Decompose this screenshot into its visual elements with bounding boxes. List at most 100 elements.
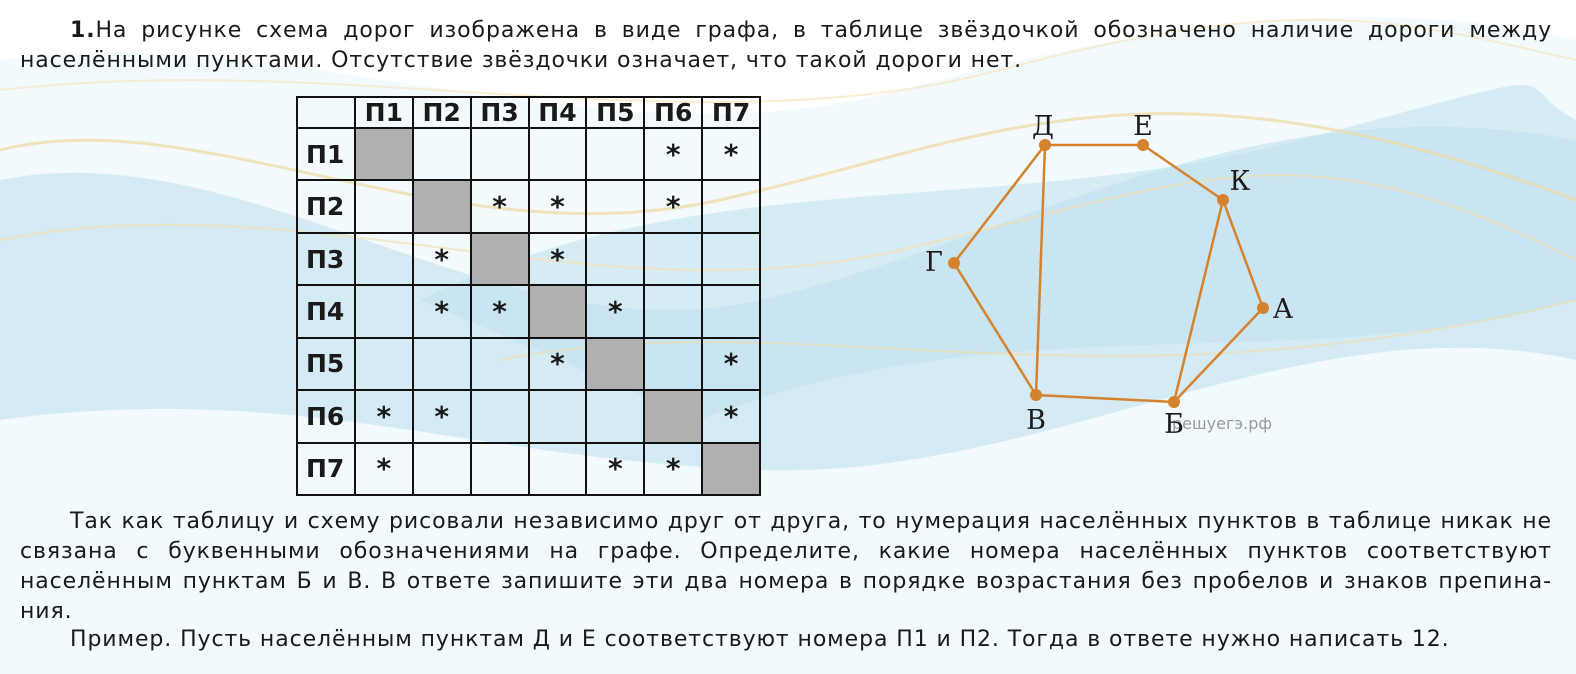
- empty-cell: [527, 126, 588, 182]
- graph-edge: [1172, 199, 1225, 403]
- road-star-cell: *: [469, 179, 530, 234]
- empty-cell: [643, 336, 704, 392]
- problem-body: Так как таблицу и схему рисовали независ…: [20, 509, 1552, 624]
- table-corner-cell: [296, 96, 356, 129]
- empty-cell: [701, 284, 761, 339]
- graph-edge: [953, 144, 1046, 264]
- table-row: П5 * *: [296, 336, 761, 392]
- empty-cell: [643, 284, 704, 339]
- empty-cell: [701, 179, 761, 234]
- graph-node-label: Е: [1133, 111, 1153, 142]
- empty-cell: [527, 389, 588, 444]
- empty-cell: [701, 231, 761, 287]
- empty-cell: [585, 126, 646, 182]
- empty-cell: [469, 441, 530, 497]
- diagonal-cell: [643, 389, 704, 444]
- road-star-cell: *: [527, 179, 588, 234]
- graph-node: [1257, 302, 1269, 314]
- table-header-row: П1 П2 П3 П4 П5 П6 П7: [296, 96, 761, 129]
- graph-node: [1030, 389, 1042, 401]
- row-header: П4: [296, 284, 356, 339]
- road-star-cell: *: [701, 336, 761, 392]
- diagonal-cell: [701, 441, 761, 497]
- empty-cell: [469, 389, 530, 444]
- watermark: решуегэ.рф: [1172, 414, 1272, 433]
- problem-number: 1.: [70, 18, 96, 43]
- col-header: П3: [469, 96, 530, 129]
- empty-cell: [353, 336, 414, 392]
- table-body: П1**П2***П3**П4***П5**П6***П7***: [296, 126, 761, 497]
- graph-node-label: Г: [925, 247, 943, 278]
- graph-node-label: К: [1230, 166, 1251, 197]
- graph-node-label: Б: [1164, 409, 1184, 440]
- road-star-cell: *: [411, 284, 472, 339]
- col-header: П5: [585, 96, 646, 129]
- empty-cell: [353, 179, 414, 234]
- road-star-cell: *: [353, 389, 414, 444]
- graph-edge: [1142, 143, 1224, 202]
- graph-node: [1217, 194, 1229, 206]
- road-star-cell: *: [411, 389, 472, 444]
- road-star-cell: *: [701, 126, 761, 182]
- table-row: П4***: [296, 284, 761, 339]
- roads-table: П1 П2 П3 П4 П5 П6 П7 П1**П2***П3**П4***П…: [296, 96, 761, 497]
- road-star-cell: *: [527, 231, 588, 287]
- empty-cell: [643, 231, 704, 287]
- table-row: П7***: [296, 441, 761, 497]
- road-star-cell: *: [411, 231, 472, 287]
- graph-node: [948, 257, 960, 269]
- empty-cell: [469, 126, 530, 182]
- graph-edge: [1034, 144, 1047, 396]
- empty-cell: [353, 231, 414, 287]
- empty-cell: [585, 231, 646, 287]
- graph-edge: [1035, 393, 1175, 404]
- road-star-cell: *: [353, 441, 414, 497]
- empty-cell: [411, 441, 472, 497]
- graph-node-label: В: [1026, 405, 1046, 436]
- empty-cell: [527, 441, 588, 497]
- col-header: П6: [643, 96, 704, 129]
- row-header: П1: [296, 126, 356, 182]
- road-star-cell: *: [585, 284, 646, 339]
- problem-example: Пример. Пусть населённым пунктам Д и Е с…: [70, 627, 1450, 652]
- row-header: П2: [296, 179, 356, 234]
- graph-edge: [1173, 307, 1264, 403]
- diagonal-cell: [411, 179, 472, 234]
- diagonal-cell: [353, 126, 414, 182]
- road-star-cell: *: [527, 336, 588, 392]
- graph-node: [1137, 139, 1149, 151]
- empty-cell: [585, 389, 646, 444]
- road-star-cell: *: [585, 441, 646, 497]
- table-row: П1**: [296, 126, 761, 182]
- road-star-cell: *: [469, 284, 530, 339]
- empty-cell: [411, 336, 472, 392]
- graph-node-label: Д: [1032, 111, 1054, 142]
- empty-cell: [411, 126, 472, 182]
- row-header: П5: [296, 336, 356, 392]
- col-header: П4: [527, 96, 588, 129]
- empty-cell: [585, 179, 646, 234]
- table-row: П6***: [296, 389, 761, 444]
- graph-edge: [952, 262, 1038, 396]
- col-header: П1: [353, 96, 414, 129]
- col-header: П7: [701, 96, 761, 129]
- road-star-cell: *: [701, 389, 761, 444]
- graph-node: [1039, 139, 1051, 151]
- col-header: П2: [411, 96, 472, 129]
- diagonal-cell: [527, 284, 588, 339]
- table-row: П2***: [296, 179, 761, 234]
- diagonal-cell: [585, 336, 646, 392]
- row-header: П6: [296, 389, 356, 444]
- road-star-cell: *: [643, 179, 704, 234]
- road-graph: решуегэ.рф Д Е К Г А В Б: [925, 111, 1294, 440]
- row-header: П3: [296, 231, 356, 287]
- problem-intro-text: На рисунке схема дорог изображена в виде…: [20, 18, 1552, 73]
- table-row: П3 * *: [296, 231, 761, 287]
- graph-node-label: А: [1273, 294, 1294, 325]
- empty-cell: [353, 284, 414, 339]
- empty-cell: [469, 336, 530, 392]
- road-star-cell: *: [643, 441, 704, 497]
- diagonal-cell: [469, 231, 530, 287]
- problem-intro: 1.На рисунке схема дорог изображена в ви…: [20, 16, 1552, 76]
